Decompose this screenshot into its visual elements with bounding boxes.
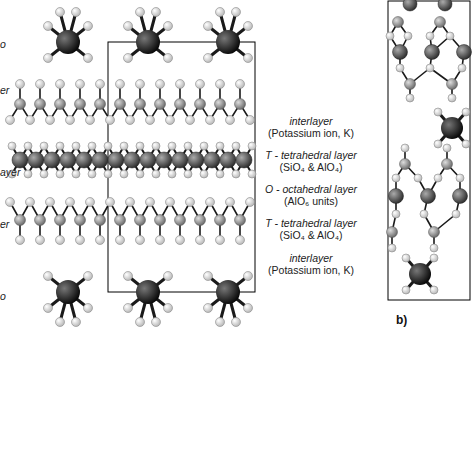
layer-name: T - tetrahedral layer (252, 149, 370, 161)
potassium-atoms-b (409, 117, 463, 285)
layer-name-fragment: ayer (0, 166, 30, 178)
layer-name: interlayer (252, 115, 370, 127)
layer-name-fragment: o (0, 290, 30, 302)
layer-name-fragment: er (0, 84, 30, 96)
oxygen-atoms-b (386, 32, 470, 294)
layer-composition: (Potassium ion, K) (252, 264, 370, 276)
unit-cell-b (388, 1, 470, 300)
layer-name: interlayer (252, 252, 370, 264)
layer-composition: (SiO₄ & AlO₄) (252, 161, 370, 173)
layer-composition: (Potassium ion, K) (252, 127, 370, 139)
unit-cell (108, 42, 255, 292)
octahedral-atoms-b (389, 0, 472, 204)
layer-name-fragment: er (0, 218, 30, 230)
panel-letter: b) (396, 314, 426, 326)
oxygen-atoms (6, 8, 257, 327)
layer-name: T - tetrahedral layer (252, 217, 370, 229)
layer-name: O - octahedral layer (252, 183, 370, 195)
tetrahedral-atoms (15, 99, 246, 226)
layer-name-fragment: o (0, 38, 30, 50)
layer-composition: (SiO₄ & AlO₄) (252, 229, 370, 241)
potassium-atoms (56, 30, 240, 304)
bonds-b (390, 22, 466, 290)
layer-composition: (AlO₆ units) (252, 195, 370, 207)
octahedral-atoms (12, 152, 252, 168)
bonds (10, 12, 252, 322)
